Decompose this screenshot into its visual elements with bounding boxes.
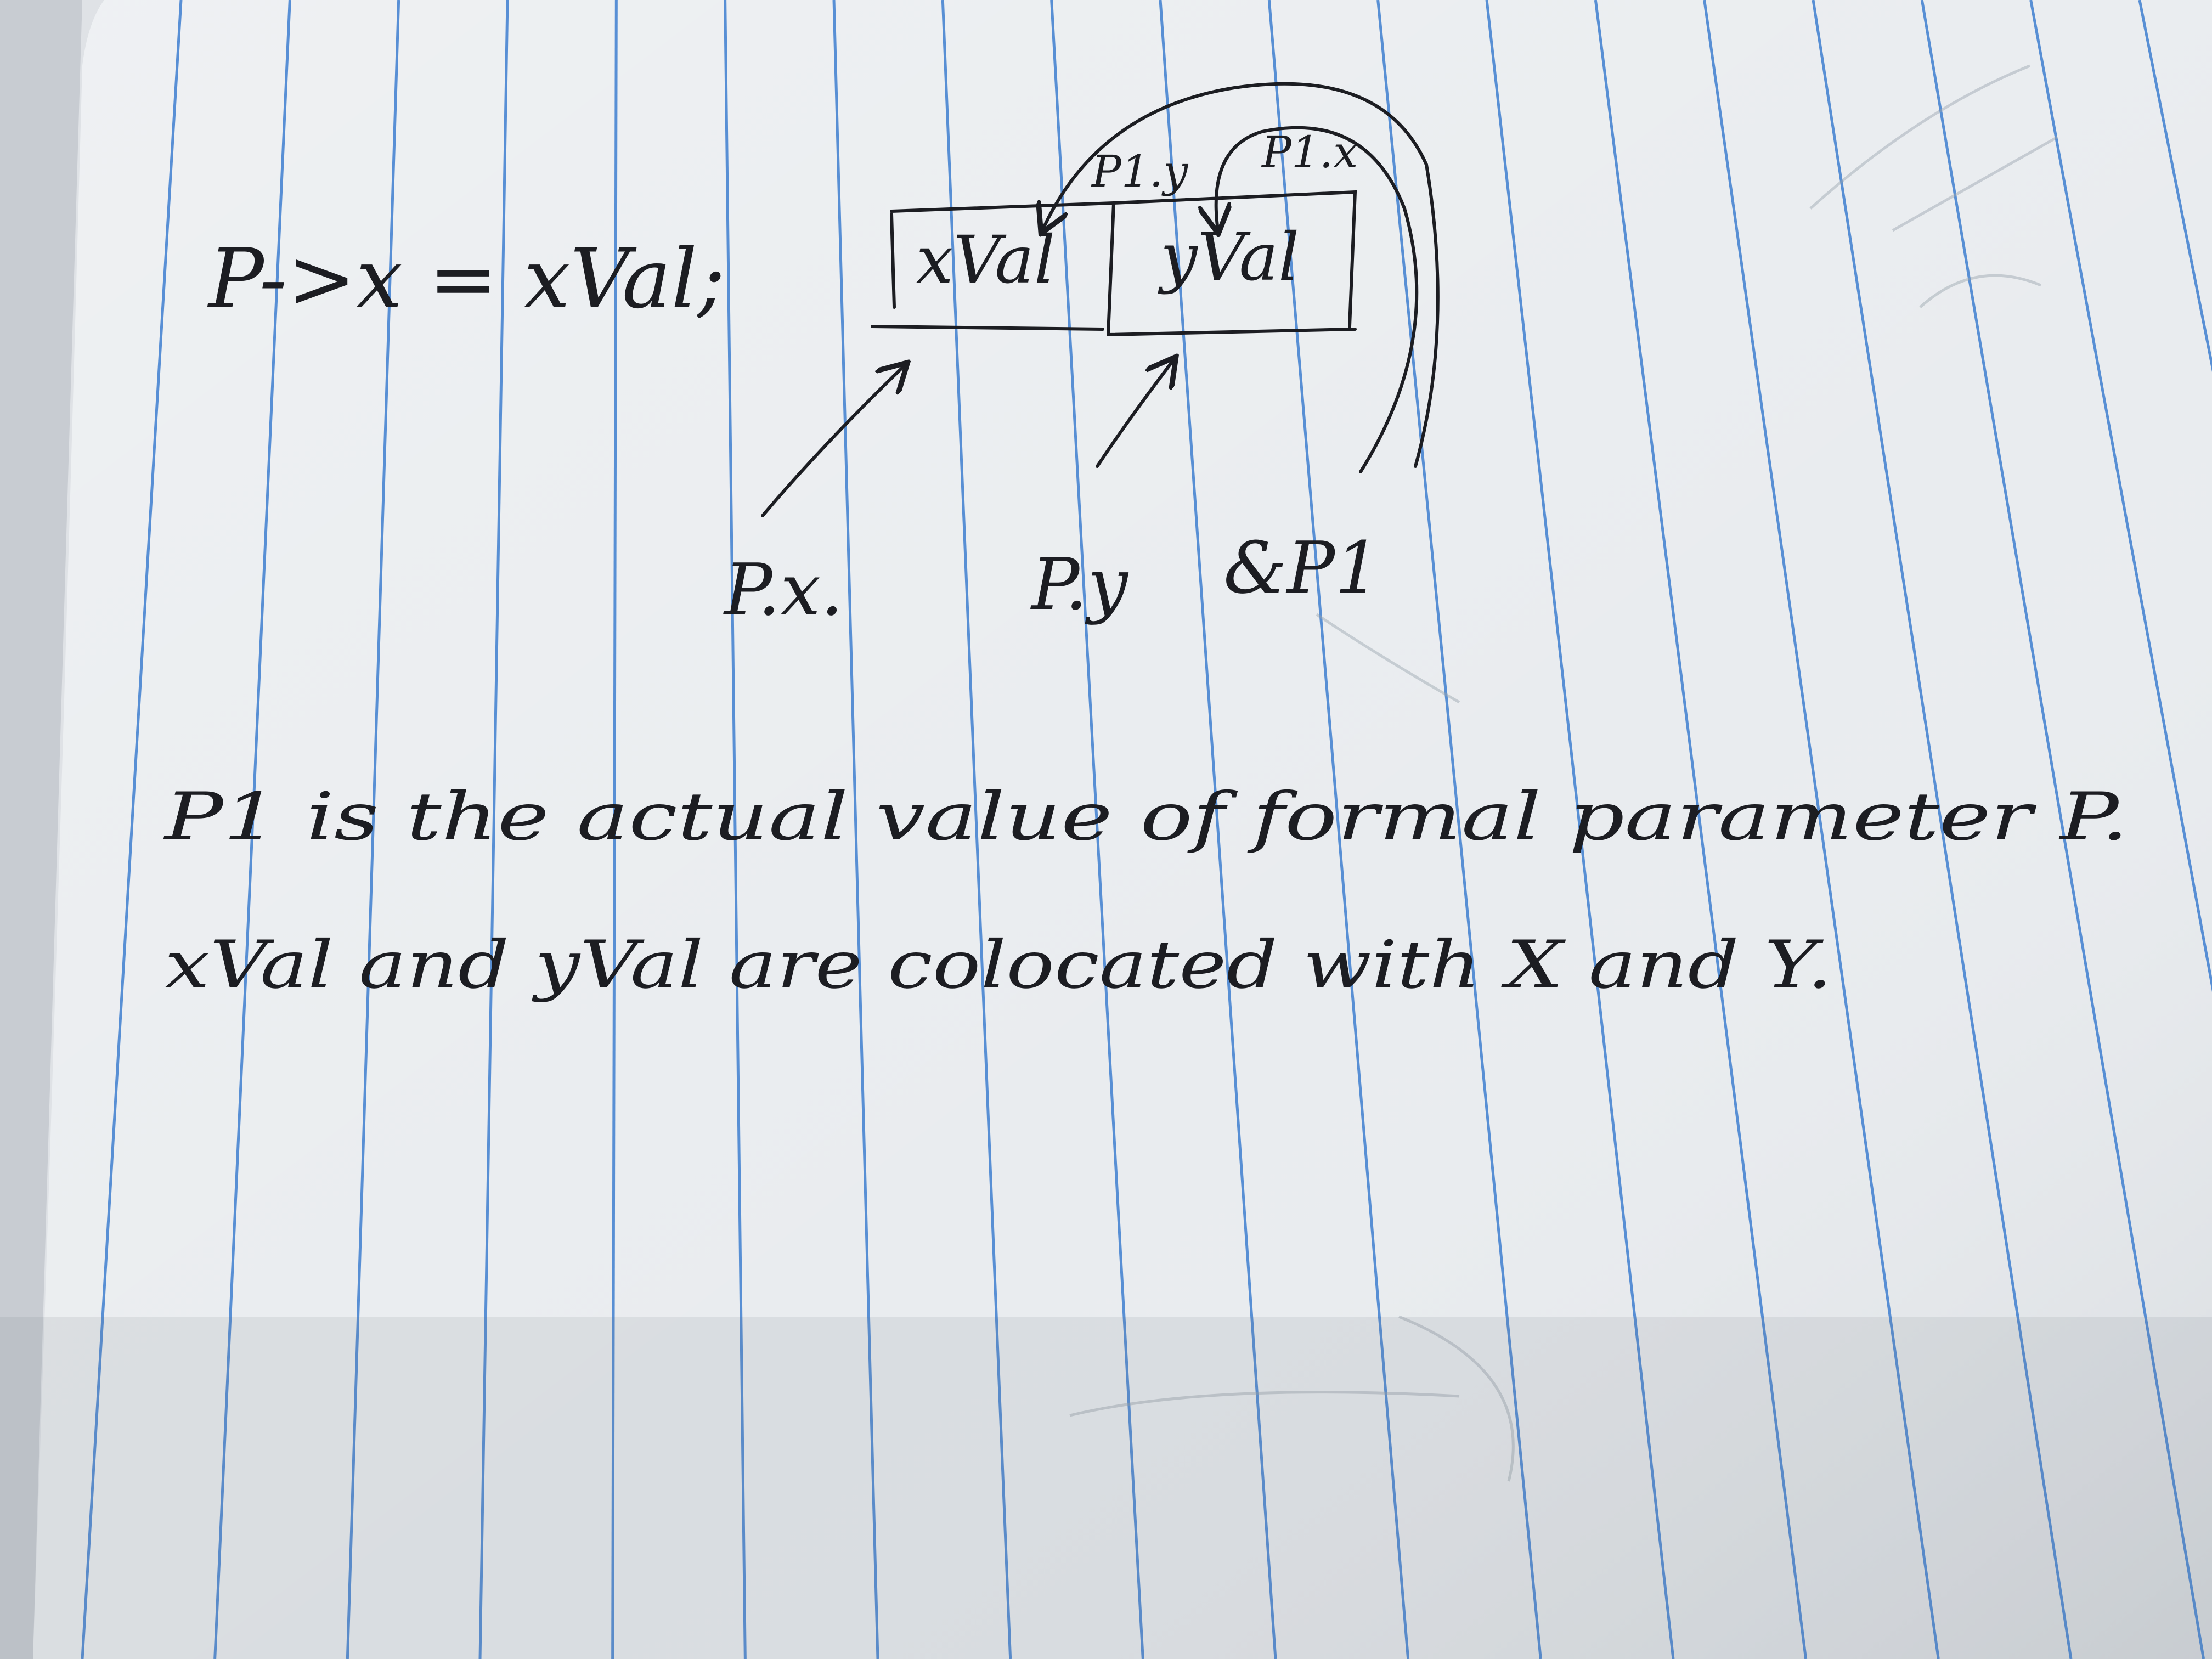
ruled-line — [611, 0, 618, 1659]
ruled-line — [1920, 0, 2205, 1659]
ruled-line — [1594, 0, 1808, 1659]
ruled-line — [213, 0, 291, 1659]
cell-yval-label: yVal — [1158, 219, 1299, 296]
arrow-to-xval — [761, 365, 905, 517]
ruled-line — [1376, 0, 1542, 1659]
ruled-line — [478, 0, 509, 1659]
under-page-shadow — [0, 0, 82, 1659]
curved-arrow-p1x — [1216, 126, 1419, 473]
pointer-label-px: P.x. — [723, 548, 843, 631]
ruled-line — [1485, 0, 1675, 1659]
sentence-two: xVal and yVal are colocated with X and Y… — [165, 927, 1832, 1003]
vignette — [0, 1317, 2212, 1659]
ruled-line — [346, 0, 400, 1659]
curved-arrow-p1y — [1042, 82, 1440, 468]
ruled-line — [941, 0, 1012, 1659]
pointer-label-amp-p1: &P1 — [1223, 526, 1380, 610]
arrow-label-p1x: P1.x — [1261, 127, 1358, 178]
ruled-line — [724, 0, 747, 1659]
page-shading — [33, 0, 2212, 1659]
pointer-label-py: P.y — [1030, 543, 1128, 626]
code-line: P->x = xVal; — [207, 232, 725, 327]
arrow-to-yval — [1096, 359, 1174, 468]
ruled-line — [1050, 0, 1144, 1659]
ruled-line — [81, 0, 183, 1659]
bleed-through-marks — [1069, 64, 2058, 1482]
ruled-line — [2029, 0, 2212, 992]
ruled-line — [1703, 0, 1940, 1659]
cell-yval-box — [1107, 190, 1357, 336]
ruled-line — [1812, 0, 2073, 1659]
sentence-one: P1 is the actual value of formal paramet… — [163, 779, 2129, 855]
ruled-line — [1267, 0, 1410, 1659]
memory-diagram — [761, 82, 1440, 517]
ruled-lines — [81, 0, 2212, 1659]
ruled-line — [832, 0, 879, 1659]
arrow-label-p1y: P1.y — [1091, 146, 1189, 197]
ruled-line — [2138, 0, 2212, 373]
ruled-line — [1159, 0, 1277, 1659]
cell-xval-label: xVal — [916, 222, 1055, 298]
handwritten-note: P->x = xVal; xVal yVal P1.y P1.x P.x. P.… — [163, 82, 2129, 1003]
